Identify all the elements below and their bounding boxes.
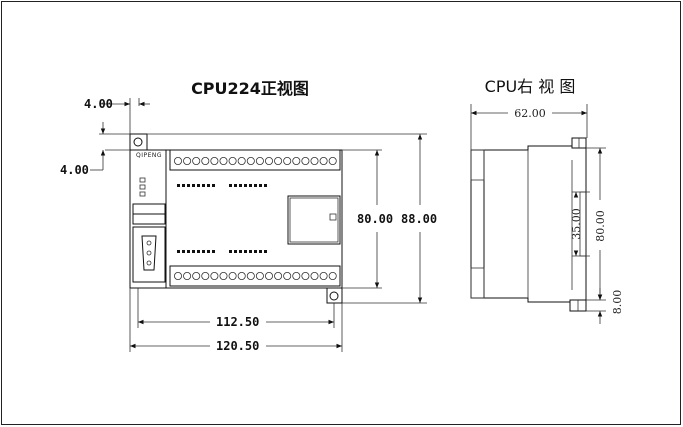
terminal-screw bbox=[255, 156, 264, 165]
terminal-screw bbox=[219, 271, 228, 280]
io-led bbox=[259, 184, 262, 187]
dim-right-height-label: 80.00 bbox=[594, 210, 607, 242]
terminal-screw bbox=[255, 271, 264, 280]
io-led bbox=[259, 250, 262, 253]
terminal-screw bbox=[237, 271, 246, 280]
terminal-screw bbox=[319, 156, 328, 165]
io-led bbox=[207, 250, 210, 253]
front-view-title: CPU224正视图 bbox=[191, 79, 309, 98]
dim-width-outer: 120.50 bbox=[129, 288, 343, 353]
io-led bbox=[207, 184, 210, 187]
terminal-screw bbox=[274, 156, 283, 165]
io-led bbox=[212, 250, 215, 253]
dim-depth-label: 62.00 bbox=[514, 107, 546, 120]
top-led-row bbox=[177, 184, 267, 187]
dim-width-inner-label: 112.50 bbox=[216, 315, 259, 329]
terminal-screw bbox=[274, 271, 283, 280]
dim-depth: 62.00 bbox=[470, 104, 588, 150]
terminal-screw bbox=[192, 271, 201, 280]
io-led bbox=[182, 184, 185, 187]
io-led bbox=[254, 250, 257, 253]
terminal-screw bbox=[310, 271, 319, 280]
terminal-screw bbox=[319, 271, 328, 280]
terminal-screw bbox=[301, 271, 310, 280]
terminal-screw bbox=[283, 271, 292, 280]
dim-bottom-label: 8.00 bbox=[611, 290, 624, 315]
dim-bottom: 8.00 bbox=[586, 288, 624, 324]
io-led bbox=[264, 184, 267, 187]
io-led bbox=[239, 250, 242, 253]
io-led bbox=[254, 184, 257, 187]
io-led bbox=[202, 250, 205, 253]
dim-middle: 35.00 bbox=[570, 191, 590, 257]
bottom-terminal-row bbox=[173, 271, 337, 280]
io-led bbox=[192, 250, 195, 253]
io-led bbox=[187, 250, 190, 253]
io-led bbox=[177, 250, 180, 253]
terminal-screw bbox=[173, 271, 182, 280]
front-view: QIPENG bbox=[129, 133, 343, 304]
terminal-screw bbox=[283, 156, 292, 165]
dim-left-offset-label: 4.00 bbox=[60, 163, 89, 177]
terminal-screw bbox=[246, 156, 255, 165]
terminal-screw bbox=[173, 156, 182, 165]
terminal-screw bbox=[183, 271, 192, 280]
dim-height-outer: 88.00 bbox=[147, 133, 437, 304]
terminal-screw bbox=[192, 156, 201, 165]
dim-height-inner: 80.00 bbox=[342, 149, 393, 289]
io-led bbox=[229, 250, 232, 253]
io-led bbox=[234, 184, 237, 187]
terminal-screw bbox=[210, 156, 219, 165]
terminal-screw bbox=[264, 156, 273, 165]
dim-top-offset-label: 4.00 bbox=[84, 97, 113, 111]
io-led bbox=[234, 250, 237, 253]
io-led bbox=[249, 184, 252, 187]
io-led bbox=[187, 184, 190, 187]
terminal-screw bbox=[228, 271, 237, 280]
terminal-screw bbox=[328, 271, 337, 280]
dim-right-height: 80.00 bbox=[586, 147, 607, 301]
io-led bbox=[249, 250, 252, 253]
io-led bbox=[212, 184, 215, 187]
io-led bbox=[229, 184, 232, 187]
dim-top-offset: 4.00 bbox=[84, 97, 150, 134]
terminal-screw bbox=[201, 156, 210, 165]
terminal-screw bbox=[328, 156, 337, 165]
terminal-screw bbox=[264, 271, 273, 280]
terminal-screw bbox=[310, 156, 319, 165]
right-view bbox=[470, 137, 587, 312]
dim-width-inner: 112.50 bbox=[137, 288, 335, 329]
terminal-screw bbox=[219, 156, 228, 165]
terminal-screw bbox=[183, 156, 192, 165]
brand-label: QIPENG bbox=[136, 152, 162, 159]
right-view-title: CPU右 视 图 bbox=[485, 77, 576, 96]
terminal-screw bbox=[292, 271, 301, 280]
io-led bbox=[177, 184, 180, 187]
io-led bbox=[239, 184, 242, 187]
io-led bbox=[244, 250, 247, 253]
terminal-screw bbox=[228, 156, 237, 165]
terminal-screw bbox=[210, 271, 219, 280]
io-led bbox=[202, 184, 205, 187]
io-led bbox=[264, 250, 267, 253]
io-led bbox=[197, 184, 200, 187]
terminal-screw bbox=[201, 271, 210, 280]
io-led bbox=[192, 184, 195, 187]
io-led bbox=[197, 250, 200, 253]
terminal-screw bbox=[292, 156, 301, 165]
dim-height-outer-label: 88.00 bbox=[401, 212, 437, 226]
terminal-screw bbox=[246, 271, 255, 280]
dim-left-offset: 4.00 bbox=[60, 122, 130, 177]
io-led bbox=[182, 250, 185, 253]
bottom-led-row bbox=[177, 250, 267, 253]
dim-middle-label: 35.00 bbox=[570, 208, 583, 240]
dim-width-outer-label: 120.50 bbox=[216, 339, 259, 353]
terminal-screw bbox=[301, 156, 310, 165]
terminal-screw bbox=[237, 156, 246, 165]
dim-height-inner-label: 80.00 bbox=[357, 212, 393, 226]
io-led bbox=[244, 184, 247, 187]
top-terminal-row bbox=[173, 156, 337, 165]
